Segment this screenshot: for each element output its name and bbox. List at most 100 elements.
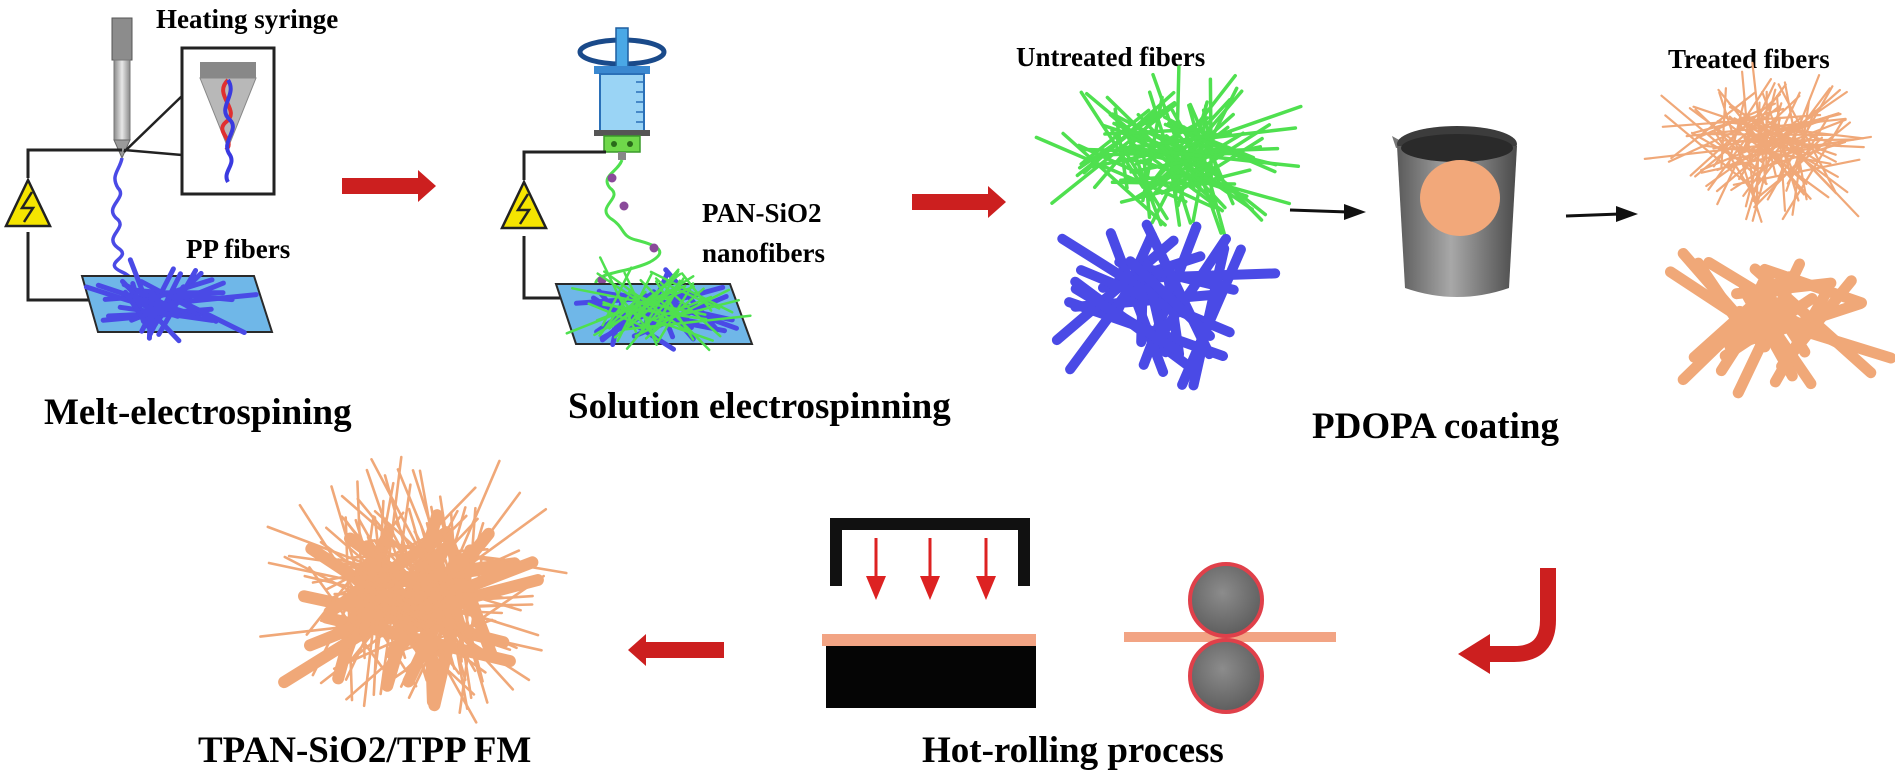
treated-pp-fibers: [1665, 248, 1895, 399]
process-arrow-curved: [1486, 568, 1556, 662]
fiber-strand: [438, 511, 484, 683]
fiber-strand: [1692, 257, 1746, 331]
circuit-wire: [522, 236, 560, 300]
final-product-panel: TPAN-SiO2/TPP FM: [198, 455, 568, 771]
hot-rolling-title: Hot-rolling process: [922, 730, 1224, 771]
fiber-strand: [598, 295, 630, 337]
fiber-strand: [626, 285, 664, 327]
circuit-wire: [26, 148, 122, 178]
fiber-strand: [383, 543, 534, 565]
fiber-strand: [634, 288, 731, 338]
fiber-strand: [1751, 116, 1782, 222]
fiber-strand: [1694, 108, 1756, 168]
melt-electrospinning-title: Melt-electrospining: [44, 392, 352, 433]
untreated-fibers-label: Untreated fibers: [1016, 42, 1205, 72]
untreated-pan-fibers: [1034, 65, 1303, 241]
fiber-strand: [1146, 73, 1237, 189]
fiber-strand: [1051, 235, 1179, 346]
hot-rolling-panel: Hot-rolling process: [822, 518, 1336, 771]
fiber-strand: [1660, 94, 1768, 185]
fiber-strand: [1751, 61, 1767, 185]
fiber-strand: [1110, 128, 1169, 221]
solution-electrospinning-panel: PAN-SiO2 nanofibers Solution electrospin…: [500, 27, 951, 427]
roller-icon: [1188, 562, 1264, 714]
circuit-wire: [26, 232, 92, 302]
press-base: [826, 646, 1036, 708]
syringe-icon: [577, 27, 667, 160]
fiber-strand: [413, 459, 501, 660]
tpan-product-title: TPAN-SiO2/TPP FM: [198, 730, 531, 771]
fiber-strand: [423, 549, 521, 594]
fiber-strand: [627, 290, 686, 317]
fiber-strand: [1177, 244, 1246, 390]
fiber-strand: [1125, 256, 1215, 341]
circuit-wire: [522, 150, 606, 180]
fiber-strand: [1727, 97, 1746, 167]
fiber-strand: [405, 595, 481, 671]
fiber-strand: [639, 278, 711, 352]
pp-fibers-label: PP fibers: [186, 234, 290, 264]
fiber-strand: [1776, 275, 1857, 372]
hot-press-frame: [830, 518, 1030, 586]
fiber-strand: [1103, 127, 1202, 136]
fiber-strand: [122, 289, 155, 334]
pdopa-coating-panel: Untreated fibers Treated fibers PDOPA co…: [1016, 42, 1895, 447]
fiber-strand: [655, 298, 740, 323]
pp-jet: [110, 157, 151, 296]
fiber-strand: [1119, 130, 1233, 192]
fiber-strand: [1720, 87, 1728, 168]
fiber-strand: [1777, 83, 1837, 193]
fiber-strand: [1699, 114, 1834, 172]
fiber-strand: [1050, 102, 1178, 205]
high-voltage-icon: [500, 179, 548, 230]
fiber-strand: [1163, 122, 1277, 174]
fiber-strand: [565, 290, 674, 335]
fiber-strand: [1141, 132, 1254, 212]
pp-fiber-mat: [83, 257, 259, 344]
fiber-strand: [349, 589, 480, 596]
high-voltage-icon: [4, 177, 52, 228]
fiber-strand: [1152, 233, 1231, 346]
heating-syringe-label: Heating syringe: [156, 4, 338, 34]
process-arrow: [628, 634, 724, 666]
fiber-strand: [1164, 134, 1268, 217]
pan-jet: [594, 159, 662, 305]
treated-pan-fibers: [1643, 61, 1873, 223]
solution-electrospinning-title: Solution electrospinning: [568, 386, 951, 427]
fiber-strand: [1122, 123, 1163, 227]
fiber-strand: [432, 506, 467, 619]
fiber-strand: [1740, 70, 1755, 199]
fiber-strand: [596, 272, 665, 319]
fiber-strand: [1773, 119, 1800, 202]
heat-arrows: [866, 538, 996, 600]
fiber-strand: [410, 491, 522, 639]
fiber-strand: [373, 516, 390, 641]
fiber-strand: [1070, 283, 1184, 356]
pressed-membrane: [822, 634, 1036, 646]
product-thin-fibers: [259, 455, 568, 724]
fiber-strand: [1759, 263, 1867, 309]
fiber-strand: [1123, 145, 1301, 169]
fiber-strand: [458, 557, 483, 715]
fiber-strand: [1768, 91, 1801, 158]
fiber-strand: [407, 548, 481, 700]
jet-zoom-inset: [123, 46, 276, 196]
fiber-strand: [644, 295, 713, 324]
melt-electrospinning-panel: Heating syringe PP fibers Melt-electrosp…: [4, 4, 352, 433]
fiber-strand: [1791, 100, 1811, 216]
fiber-strand: [1726, 122, 1830, 199]
fiber-strand: [328, 563, 453, 579]
fiber-strand: [379, 583, 531, 682]
fiber-strand: [95, 282, 197, 320]
process-arrow: [912, 186, 1006, 218]
flow-arrow: [1289, 204, 1366, 220]
fiber-strand: [331, 561, 476, 696]
fiber-strand: [1752, 121, 1852, 202]
fiber-strand: [598, 256, 638, 334]
pan-sio2-fiber-mat: [565, 256, 752, 352]
process-arrow: [342, 170, 436, 202]
fiber-strand: [396, 618, 494, 654]
fiber-strand: [354, 515, 375, 643]
fiber-strand: [618, 296, 659, 341]
